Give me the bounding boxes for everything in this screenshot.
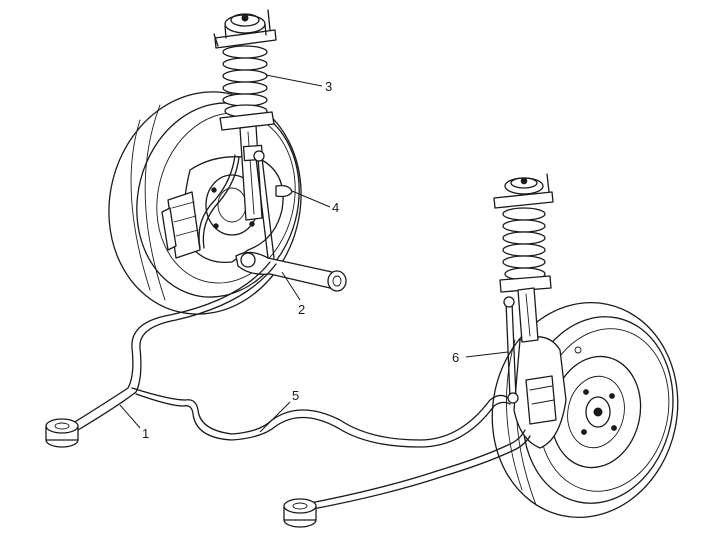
stabilizer-bar-bushing-left xyxy=(45,418,79,448)
right-steering-knuckle xyxy=(513,336,567,449)
callout-5: 5 xyxy=(292,388,299,403)
callout-4: 4 xyxy=(332,200,339,215)
left-brake-caliper xyxy=(161,191,201,259)
callout-leaders xyxy=(119,74,509,433)
callout-2: 2 xyxy=(298,302,305,317)
stabilizer-bar-bushing-right xyxy=(283,498,317,528)
right-brake-disc xyxy=(550,346,642,469)
left-lower-control-arm xyxy=(235,251,347,292)
callout-labels: 3 4 2 5 1 6 xyxy=(142,79,459,441)
leader-1 xyxy=(119,404,141,429)
callout-6: 6 xyxy=(452,350,459,365)
stabilizer-bar xyxy=(69,261,531,512)
left-coil-spring xyxy=(222,45,268,118)
leader-6 xyxy=(465,351,509,358)
leader-4 xyxy=(291,190,331,208)
right-coil-spring xyxy=(502,207,546,281)
callout-3: 3 xyxy=(325,79,332,94)
left-strut-assembly xyxy=(213,9,277,221)
left-brake-hose xyxy=(198,154,240,249)
left-stabilizer-link xyxy=(253,150,293,259)
leader-3 xyxy=(265,74,323,87)
leader-2 xyxy=(281,271,301,301)
leader-5 xyxy=(259,401,291,433)
right-strut-assembly xyxy=(493,173,554,343)
callout-1: 1 xyxy=(142,426,149,441)
right-stabilizer-link xyxy=(503,296,519,404)
